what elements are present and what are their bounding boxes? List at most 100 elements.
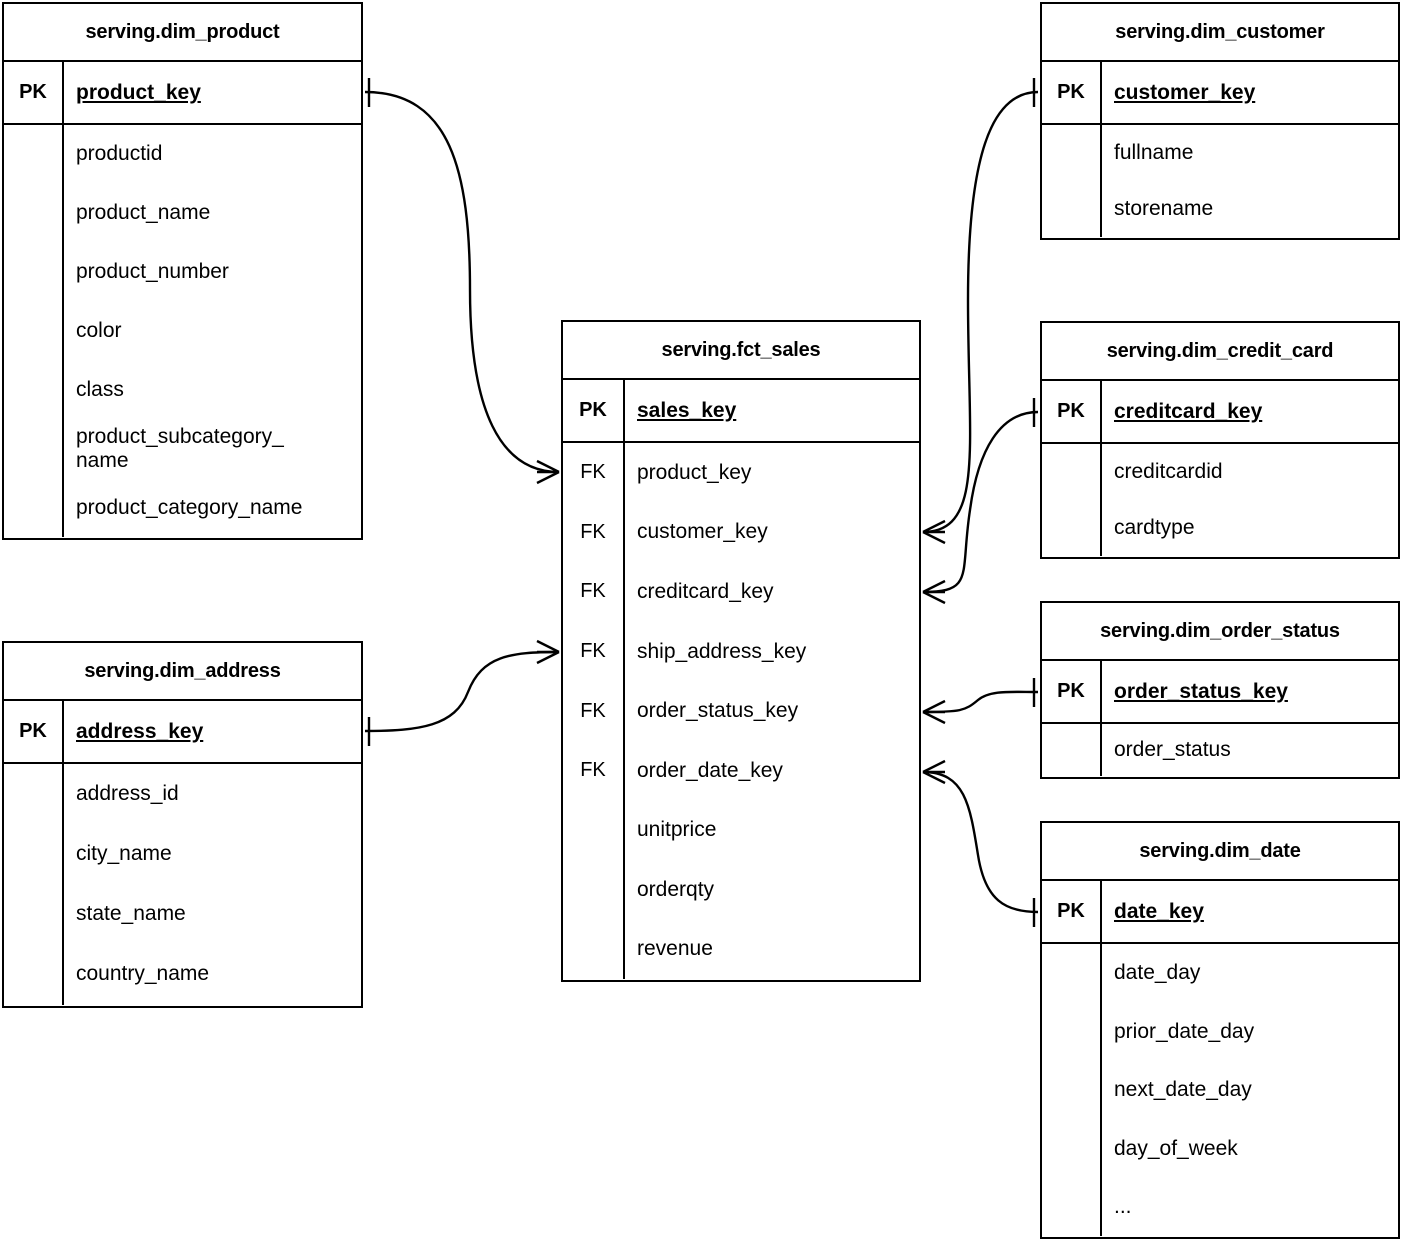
attribute-marker <box>1042 1061 1100 1119</box>
attribute-names-dim_customer: fullname storename <box>1102 125 1398 237</box>
attribute-name: product_subcategory_ name <box>76 424 284 472</box>
pk-field-dim_product: product_key <box>76 80 201 104</box>
attribute-names-dim_order_status: order_status <box>1102 724 1398 776</box>
attribute-name: country_name <box>76 962 210 986</box>
pk-field-dim_date: date_key <box>1114 899 1204 923</box>
attribute-name: color <box>76 319 122 343</box>
attribute-marker <box>4 478 62 537</box>
relationship-rel-address-sales <box>364 639 560 746</box>
relationship-line <box>922 770 1039 914</box>
crow-foot-icon <box>536 650 560 665</box>
attribute-name: city_name <box>76 842 172 866</box>
attribute-marker <box>563 800 623 860</box>
attribute-name: creditcard_key <box>637 579 774 603</box>
attribute-markers-dim_customer <box>1042 125 1102 238</box>
pk-row-dim_order_status[interactable]: PK order_status_key <box>1042 661 1398 724</box>
attribute-markers-dim_address <box>4 764 64 1006</box>
attribute-marker <box>1042 125 1100 181</box>
entity-title-fct_sales: serving.fct_sales <box>563 322 919 380</box>
crow-foot-icon <box>922 579 946 594</box>
crow-foot-icon <box>536 639 560 654</box>
attribute-marker <box>1042 444 1100 500</box>
pk-marker-dim_credit_card: PK <box>1042 381 1102 442</box>
attribute-markers-dim_order_status <box>1042 724 1102 777</box>
attribute-marker <box>1042 1002 1100 1060</box>
attribute-name: product_name <box>76 201 211 225</box>
attribute-name: day_of_week <box>1114 1136 1238 1160</box>
pk-marker-dim_address: PK <box>4 701 64 762</box>
attribute-marker <box>1042 944 1100 1002</box>
crow-foot-icon <box>922 710 946 725</box>
attribute-marker: FK <box>580 580 606 603</box>
entity-title-dim_address: serving.dim_address <box>4 643 361 701</box>
pk-row-dim_customer[interactable]: PK customer_key <box>1042 62 1398 125</box>
entity-title-dim_product: serving.dim_product <box>4 4 361 62</box>
attribute-marker <box>4 184 62 243</box>
attribute-marker <box>4 944 62 1004</box>
attribute-name: revenue <box>637 937 713 961</box>
relationship-line <box>364 650 560 733</box>
crow-foot-icon <box>922 590 946 605</box>
attribute-name: product_category_name <box>76 495 303 519</box>
attribute-marker <box>1042 1178 1100 1236</box>
attribute-name: ship_address_key <box>637 639 807 663</box>
attribute-name: address_id <box>76 782 179 806</box>
attribute-name: product_number <box>76 260 229 284</box>
crow-foot-icon <box>922 770 946 785</box>
attribute-name: customer_key <box>637 520 768 544</box>
relationship-rel-product-sales <box>364 78 560 485</box>
attribute-name: product_key <box>637 460 752 484</box>
relationship-rel-creditcard-sales <box>922 398 1039 605</box>
attribute-marker <box>1042 500 1100 556</box>
pk-marker-fct_sales: PK <box>563 380 625 441</box>
attribute-name: productid <box>76 142 163 166</box>
pk-marker-dim_order_status: PK <box>1042 661 1102 722</box>
crow-foot-icon <box>536 470 560 485</box>
attribute-name: order_status_key <box>637 699 799 723</box>
attribute-marker: FK <box>580 640 606 663</box>
crow-foot-icon <box>922 759 946 774</box>
pk-marker-dim_customer: PK <box>1042 62 1102 123</box>
pk-field-dim_order_status: order_status_key <box>1114 679 1288 703</box>
entity-title-dim_customer: serving.dim_customer <box>1042 4 1398 62</box>
attribute-name: fullname <box>1114 141 1194 165</box>
attribute-name: orderqty <box>637 877 715 901</box>
attribute-markers-dim_product <box>4 125 64 538</box>
attribute-name: class <box>76 378 124 402</box>
attribute-name: storename <box>1114 197 1214 221</box>
attribute-marker <box>1042 181 1100 237</box>
attribute-marker <box>563 860 623 920</box>
attribute-marker: FK <box>580 461 606 484</box>
attribute-name: unitprice <box>637 818 717 842</box>
attribute-marker: FK <box>580 759 606 782</box>
pk-row-dim_address[interactable]: PK address_key <box>4 701 361 764</box>
pk-field-dim_address: address_key <box>76 719 204 743</box>
pk-field-dim_customer: customer_key <box>1114 80 1256 104</box>
attribute-marker <box>4 884 62 944</box>
attribute-marker <box>4 419 62 478</box>
attribute-marker: FK <box>580 520 606 543</box>
attribute-markers-dim_date <box>1042 944 1102 1237</box>
attribute-marker <box>4 125 62 184</box>
attribute-marker <box>4 361 62 420</box>
